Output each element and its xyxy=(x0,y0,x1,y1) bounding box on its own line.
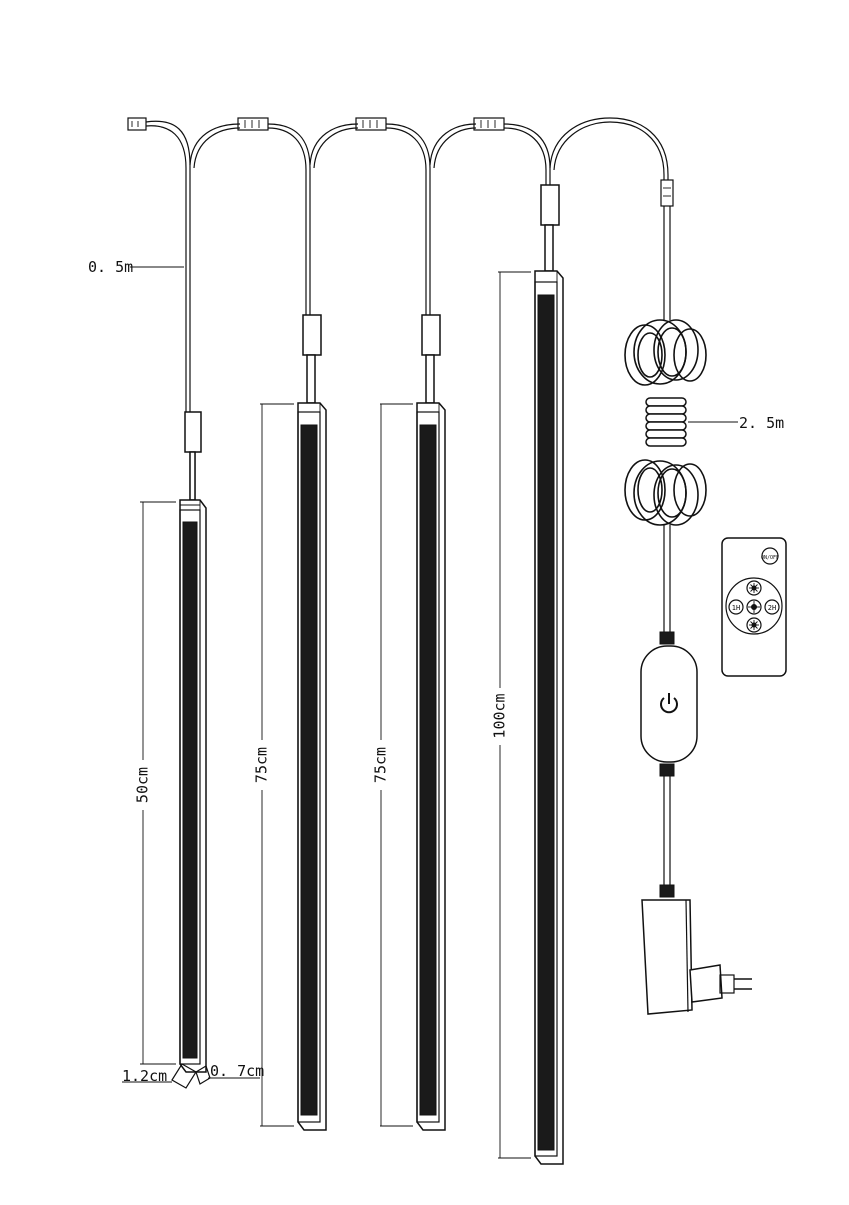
end-connector xyxy=(127,117,147,131)
bar-3-length-label: 75cm xyxy=(372,747,390,783)
profile-width-label: 1.2cm xyxy=(122,1067,167,1085)
cable-length-label: 0. 5m xyxy=(88,258,133,276)
light-bar-75-b xyxy=(416,314,446,1131)
light-bar-50 xyxy=(179,411,207,1073)
bar-2-length-label: 75cm xyxy=(253,747,271,783)
bar-1-length-label: 50cm xyxy=(134,767,152,803)
power-adapter xyxy=(641,899,752,1015)
remote-dpad xyxy=(725,577,783,635)
sun-icon xyxy=(749,583,759,593)
remote-timer-2h-button[interactable]: 2H xyxy=(764,599,780,615)
bar-4-length-label: 100cm xyxy=(491,693,509,738)
light-bar-75-a xyxy=(297,314,327,1131)
timer-2h-label: 2H xyxy=(768,604,776,612)
inline-sleeve xyxy=(184,411,202,453)
daisy-chain-cable xyxy=(127,117,674,412)
inline-sleeve xyxy=(302,314,322,356)
profile-depth-label: 0. 7cm xyxy=(210,1062,264,1080)
light-bar-100 xyxy=(534,184,564,1165)
lead-cable-length-label: 2. 5m xyxy=(739,414,784,432)
dimensions xyxy=(122,266,738,1159)
connector-1 xyxy=(237,117,269,131)
coiled-cable xyxy=(624,206,707,632)
connector-3 xyxy=(473,117,505,131)
connector xyxy=(659,763,675,777)
input-connector xyxy=(660,179,674,207)
power-icon xyxy=(660,693,678,714)
inline-sleeve xyxy=(540,184,560,226)
connector xyxy=(659,884,675,898)
connector-2 xyxy=(355,117,387,131)
sun-icon xyxy=(749,620,759,630)
inline-sleeve xyxy=(421,314,441,356)
brightness-icon xyxy=(748,601,760,613)
remote-on-off-button[interactable]: ON/OFF xyxy=(761,547,779,565)
remote-control: ON/OFF xyxy=(721,537,787,677)
remote-brightness-down-button[interactable] xyxy=(746,617,762,633)
connector xyxy=(659,631,675,645)
remote-timer-1h-button[interactable]: 1H xyxy=(728,599,744,615)
remote-center-button[interactable] xyxy=(746,599,762,615)
inline-switch[interactable] xyxy=(640,631,698,898)
on-off-label: ON/OFF xyxy=(761,555,779,561)
remote-brightness-up-button[interactable] xyxy=(746,580,762,596)
timer-1h-label: 1H xyxy=(732,604,740,612)
